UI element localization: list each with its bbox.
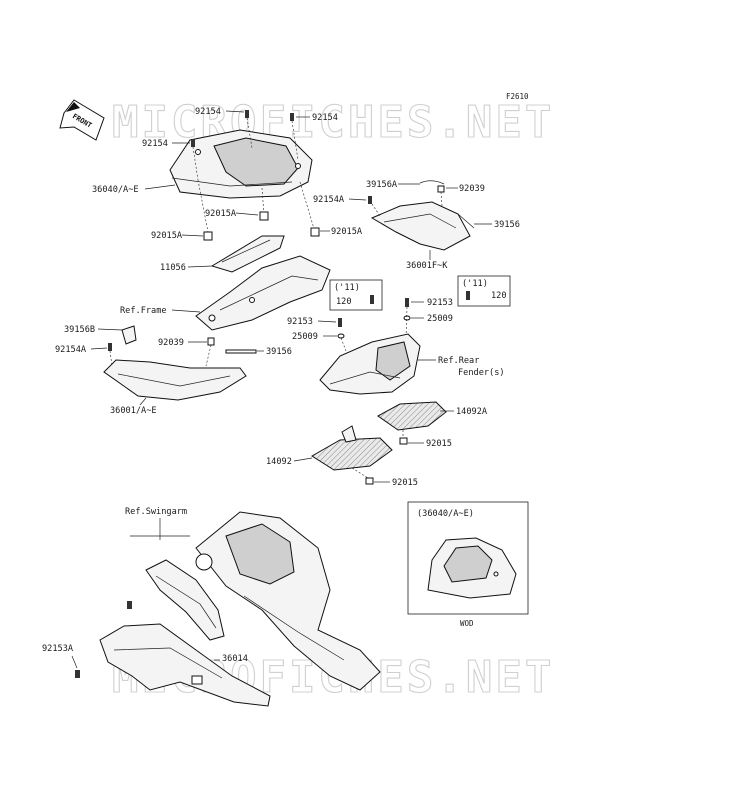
bolt-92153a (75, 670, 80, 678)
label-92154a-left: 92154A (55, 345, 87, 355)
grommet-92015-a (399, 437, 408, 445)
label-ref-rear-fender: Fender(s) (458, 368, 505, 378)
collar-25009-middle (337, 333, 345, 339)
label-11056: 11056 (160, 263, 186, 273)
label-92154a-right: 92154A (313, 195, 345, 205)
bolt-92153-middle (338, 318, 342, 327)
label-92039-right: 92039 (459, 184, 485, 194)
label-14092a: 14092A (456, 407, 488, 417)
trim-39156b-part (121, 325, 137, 345)
label-39156a: 39156A (366, 180, 398, 190)
bolt-92154-top (245, 110, 249, 118)
label-92154-top: 92154 (195, 107, 221, 117)
chain-guard-part (145, 559, 225, 641)
label-92154-top-right: 92154 (312, 113, 338, 123)
front-arrow-icon: FRONT (59, 99, 105, 141)
side-cover-36001f-part (370, 201, 471, 251)
bolt-120-right (466, 291, 470, 300)
label-92015a-a: 92015A (205, 209, 237, 219)
bolt-92154a-right (368, 196, 372, 204)
bolt-92154a-left (108, 343, 112, 351)
clip-92039-left (207, 337, 215, 346)
label-wod: WOD (460, 619, 474, 628)
label-120-b: 120 (491, 291, 507, 301)
label-92015a-b: 92015A (151, 231, 183, 241)
label-92039-left: 92039 (158, 338, 184, 348)
label-25009-right: 25009 (427, 314, 453, 324)
label-92154-left: 92154 (142, 139, 168, 149)
label-92153-right: 92153 (427, 298, 453, 308)
grommet-92015a-b (203, 231, 213, 241)
label-ref-frame: Ref.Frame (120, 306, 167, 316)
label-11-b: ('11) (462, 279, 488, 289)
side-cover-36001-part (103, 359, 247, 401)
label-92015-a: 92015 (426, 439, 452, 449)
label-ref-rear: Ref.Rear (438, 356, 479, 366)
rear-frame-part (195, 255, 331, 331)
inset-box-36040 (407, 501, 529, 615)
trim-39156a-part (419, 180, 445, 185)
diagram-code: F2610 (506, 92, 529, 101)
swingarm-part (195, 511, 381, 691)
label-39156-left: 39156 (266, 347, 292, 357)
grommet-92015-b (365, 477, 374, 485)
bolt-92153-right (405, 298, 409, 307)
label-92153a: 92153A (42, 644, 74, 654)
label-36001f: 36001F~K (406, 261, 448, 271)
label-36014: 36014 (222, 654, 248, 664)
box-11-120-right (457, 275, 511, 307)
label-ref-swingarm: Ref.Swingarm (125, 507, 187, 517)
label-39156-right: 39156 (494, 220, 520, 230)
bracket-14092a-part (377, 401, 447, 431)
bolt-92154-top-right (290, 113, 294, 121)
clip-92039-right (437, 185, 445, 193)
label-36040-box: (36040/A~E) (417, 509, 474, 519)
mudguard-36014-part (99, 623, 271, 707)
bolt-chain-guard (127, 601, 132, 609)
trim-39156-left-part (225, 349, 257, 354)
box-11-120-left (329, 279, 383, 311)
label-36040: 36040/A~E (92, 185, 139, 195)
seat-cowl-wod-part (427, 537, 517, 599)
bracket-11056-part (210, 235, 285, 273)
label-92153-middle: 92153 (287, 317, 313, 327)
label-36001: 36001/A~E (110, 406, 157, 416)
bracket-14092-part (311, 425, 393, 471)
label-92015-b: 92015 (392, 478, 418, 488)
label-14092: 14092 (266, 457, 292, 467)
rear-fender-part (319, 333, 421, 395)
label-39156b: 39156B (64, 325, 95, 335)
grommet-92015a-a (259, 211, 269, 221)
bolt-120-left (370, 295, 374, 304)
label-25009-middle: 25009 (292, 332, 318, 342)
watermark-top: MICROFICHES.NET (112, 97, 554, 148)
seat-cowl-part (169, 129, 313, 199)
bolt-92154-left (191, 139, 195, 147)
grommet-92015a-c (310, 227, 320, 237)
label-11-a: ('11) (334, 283, 360, 293)
label-120-a: 120 (336, 297, 352, 307)
label-92015a-c: 92015A (331, 227, 363, 237)
